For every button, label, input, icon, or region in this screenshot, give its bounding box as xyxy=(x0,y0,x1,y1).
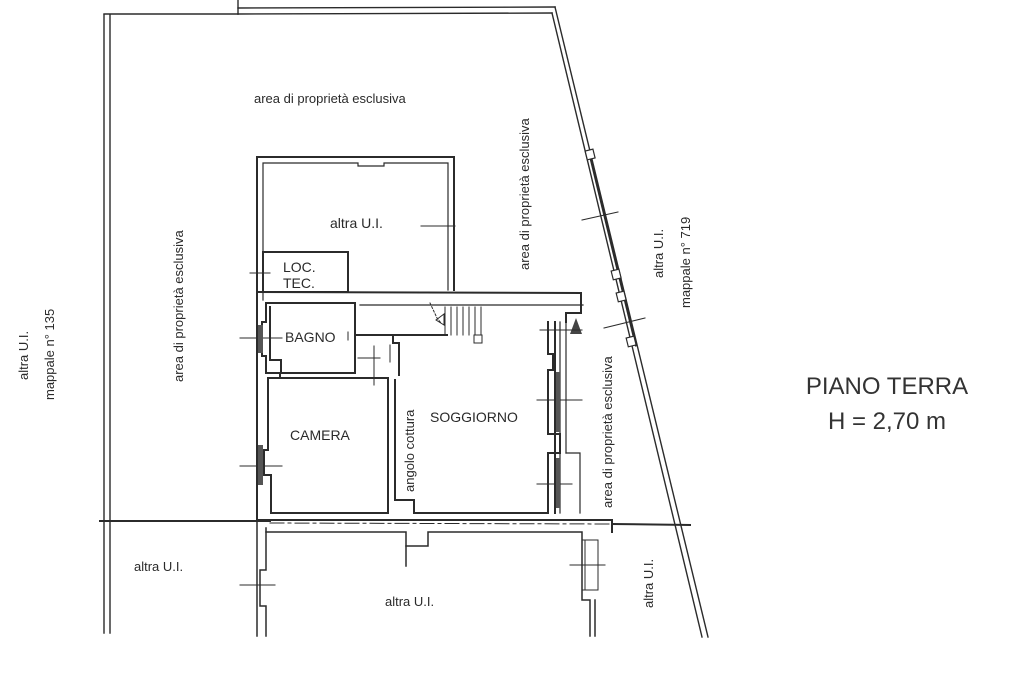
south-center-unit-label: altra U.I. xyxy=(385,594,435,609)
room-camera: CAMERA xyxy=(290,427,350,443)
north-unit-label: altra U.I. xyxy=(330,215,383,231)
east-boundary xyxy=(551,6,709,638)
north-unit-walls xyxy=(256,156,456,301)
room-loc-tec-line2: TEC. xyxy=(283,275,315,291)
neighbor-west-parcel: mappale n° 135 xyxy=(42,308,57,400)
plan-title: PIANO TERRA xyxy=(805,373,969,400)
west-boundary xyxy=(103,14,111,634)
north-boundary xyxy=(103,0,556,15)
room-soggiorno: SOGGIORNO xyxy=(430,409,518,425)
plan-title-block: PIANO TERRA H = 2,70 m xyxy=(780,370,994,440)
neighbor-west-label: altra U.I. xyxy=(16,330,31,380)
dwelling-walls xyxy=(255,290,613,533)
neighbor-east-label: altra U.I. xyxy=(651,228,666,278)
room-bagno: BAGNO xyxy=(285,329,336,345)
area-label-top: area di proprietà esclusiva xyxy=(254,91,406,106)
room-angolo-cottura: angolo cottura xyxy=(402,409,417,492)
chimney-symbol xyxy=(539,318,583,334)
south-left-unit-label: altra U.I. xyxy=(134,559,184,574)
south-right-unit-label: altra U.I. xyxy=(641,558,656,608)
south-units-walls xyxy=(239,519,606,637)
window-markers xyxy=(239,325,583,508)
area-label-right-upper: area di proprietà esclusiva xyxy=(517,118,532,270)
neighbor-east-parcel: mappale n° 719 xyxy=(678,216,693,308)
staircase xyxy=(429,302,483,344)
area-label-right-lower: area di proprietà esclusiva xyxy=(600,356,615,508)
room-loc-tec-line1: LOC. xyxy=(283,259,316,275)
area-label-left: area di proprietà esclusiva xyxy=(171,230,186,382)
south-property-line xyxy=(99,520,692,527)
plan-height: H = 2,70 m xyxy=(827,407,947,435)
